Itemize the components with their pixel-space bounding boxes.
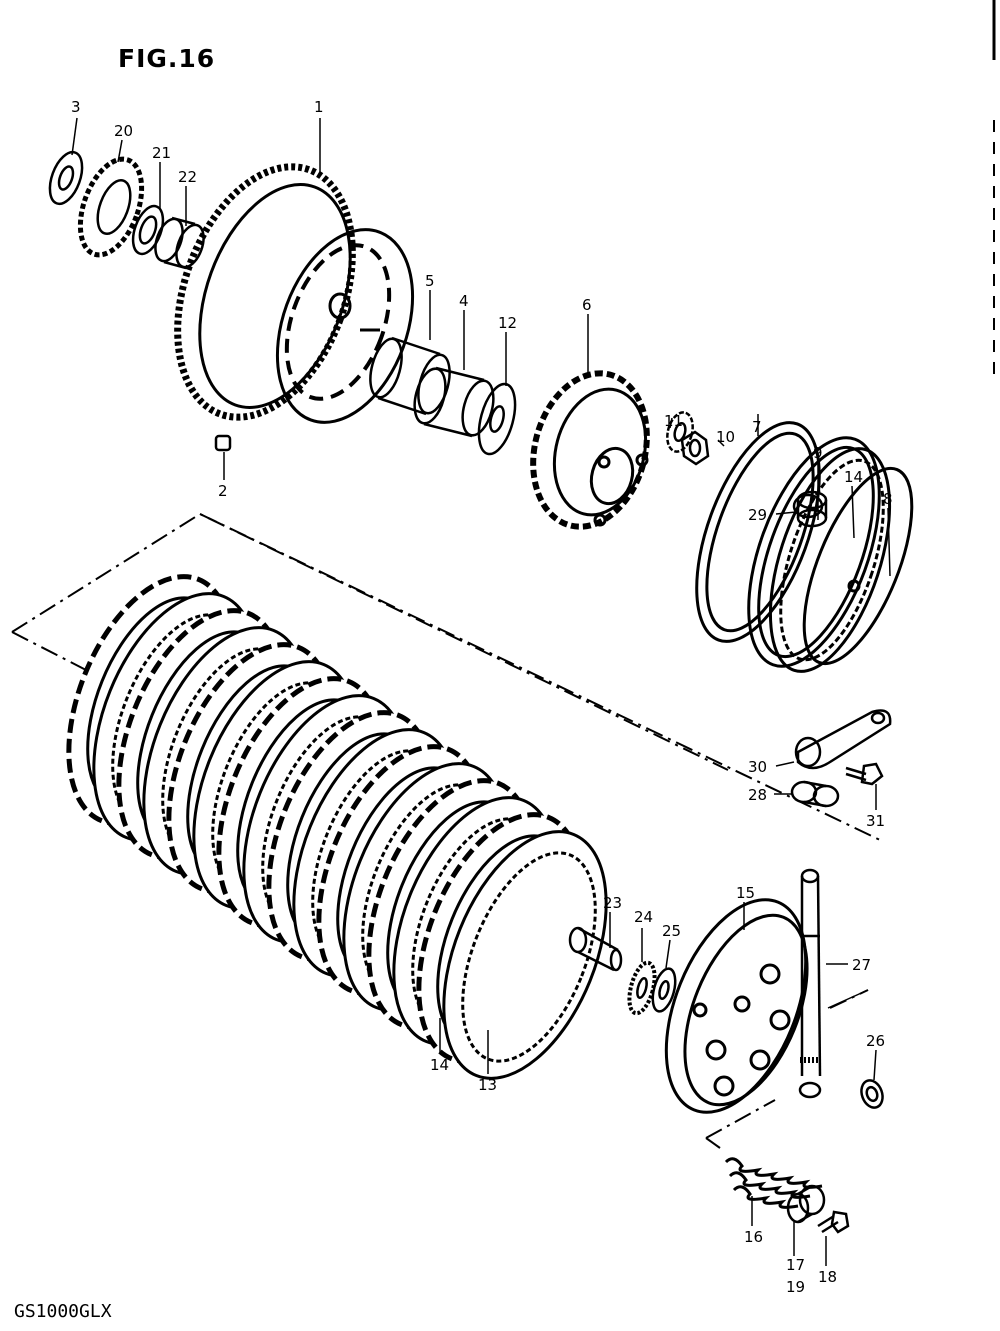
part-6-clutch-sleeve-hub	[530, 370, 650, 530]
part-28-bearing	[790, 780, 840, 808]
part-14-drive-plate	[768, 447, 892, 673]
figure-title: FIG.16	[118, 44, 216, 73]
callout-labels: 1 2 3 4 5 6 7 8 9 10 11 12 13 14 14 15 1…	[71, 98, 893, 1296]
callout-23: 23	[603, 894, 622, 912]
callout-7: 7	[752, 418, 762, 436]
callout-12: 12	[498, 314, 517, 332]
part-26-oil-seal	[860, 1079, 884, 1109]
callout-17: 17	[786, 1256, 805, 1274]
callout-21: 21	[152, 144, 171, 162]
callout-9: 9	[813, 444, 823, 462]
part-21-spacer	[131, 204, 165, 256]
part-29-needle-bearing	[792, 490, 828, 528]
part-12-thrust-washer	[477, 382, 517, 456]
part-22-needle-bearing	[154, 216, 205, 270]
part-10-nut	[680, 430, 710, 466]
callout-11: 11	[664, 412, 683, 430]
part-23-push-piece	[568, 926, 623, 972]
part-7-spring-seat	[695, 421, 821, 643]
clutch-plate-stack	[66, 574, 608, 1080]
part-20-sprocket	[77, 156, 145, 258]
part-3-thrust-washer	[48, 150, 84, 206]
part-31-bolt	[845, 762, 884, 786]
callout-26: 26	[866, 1032, 885, 1050]
callout-3: 3	[71, 98, 81, 116]
callout-25: 25	[662, 922, 681, 940]
callout-14a: 14	[430, 1056, 449, 1074]
callout-19: 19	[786, 1278, 805, 1296]
callout-22: 22	[178, 168, 197, 186]
part-25-thrust-washer	[651, 967, 677, 1013]
callout-30: 30	[748, 758, 767, 776]
part-27-release-shaft	[798, 868, 822, 1099]
drive-plate	[442, 830, 608, 1080]
callout-20: 20	[114, 122, 133, 140]
callout-27: 27	[852, 956, 871, 974]
part-2-dowel	[214, 434, 232, 452]
part-17-spring-bolt-cap	[786, 1184, 826, 1224]
part-16-clutch-spring	[724, 1157, 823, 1209]
callout-28: 28	[748, 786, 767, 804]
callout-24: 24	[634, 908, 653, 926]
callout-15: 15	[736, 884, 755, 902]
callout-10: 10	[716, 428, 735, 446]
part-15-pressure-plate	[664, 898, 809, 1114]
callout-2: 2	[218, 482, 228, 500]
callout-6: 6	[582, 296, 592, 314]
callout-29: 29	[748, 506, 767, 524]
callout-13: 13	[478, 1076, 497, 1094]
callout-16: 16	[744, 1228, 763, 1246]
plate-inner-edge	[461, 851, 597, 1063]
part-1-clutch-housing	[174, 163, 415, 424]
callout-14b: 14	[844, 468, 863, 486]
part-18-bolt	[817, 1210, 850, 1234]
part-30-release-arm	[794, 709, 892, 770]
part-4-sleeve-hub	[413, 366, 495, 438]
callout-5: 5	[425, 272, 435, 290]
callout-1: 1	[314, 98, 324, 116]
callout-8: 8	[883, 490, 893, 508]
callout-18: 18	[818, 1268, 837, 1286]
callout-4: 4	[459, 292, 469, 310]
model-label: GS1000GLX	[14, 1301, 112, 1322]
part-8-wire-ring	[802, 466, 914, 666]
callout-31: 31	[866, 812, 885, 830]
leader-lines	[71, 117, 891, 1266]
